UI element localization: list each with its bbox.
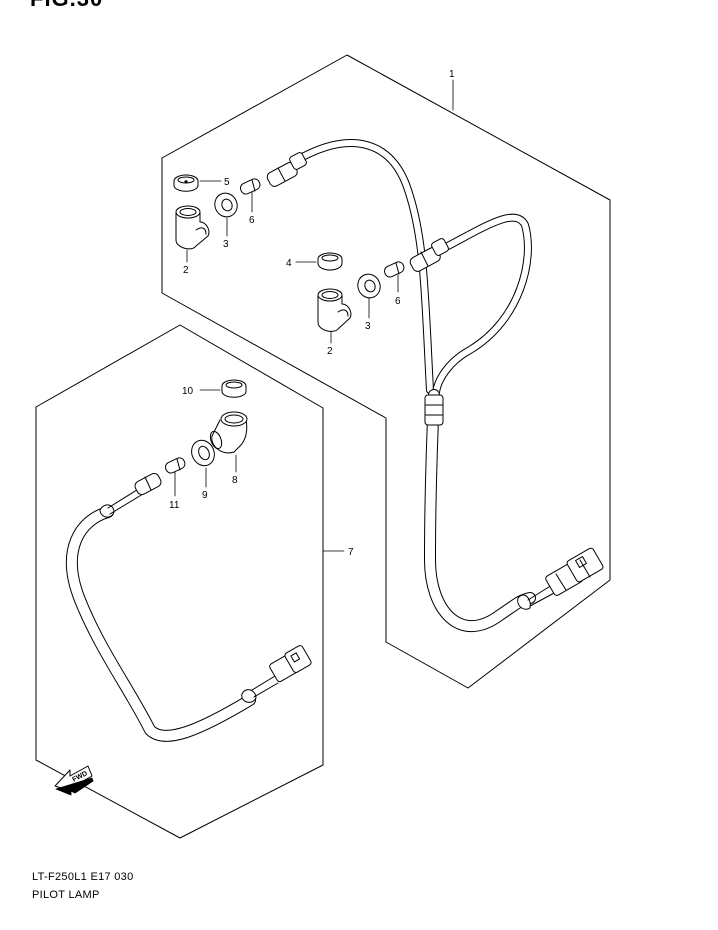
callout-7-label: 7 bbox=[348, 547, 354, 558]
callout-11-label: 11 bbox=[169, 500, 180, 511]
callout-3b: 3 bbox=[365, 297, 371, 332]
lamp-holder-2-right bbox=[317, 288, 352, 332]
figure-title: FIG.30 bbox=[30, 0, 103, 12]
callout-3b-label: 3 bbox=[365, 321, 371, 332]
lamp-holder-8 bbox=[209, 411, 248, 454]
lens-cap-5: ◆ bbox=[173, 174, 199, 192]
callout-9: 9 bbox=[202, 467, 208, 501]
callout-11: 11 bbox=[169, 471, 180, 511]
assembly-7-outline bbox=[35, 324, 324, 839]
lens-cap-4 bbox=[317, 252, 343, 271]
callouts: 1 5 3 6 2 4 6 3 bbox=[169, 69, 455, 558]
footer-code: LT-F250L1 E17 030 bbox=[32, 871, 134, 883]
callout-9-label: 9 bbox=[202, 490, 208, 501]
bulb-6-left bbox=[239, 178, 261, 195]
callout-1-label: 1 bbox=[449, 69, 455, 80]
callout-1: 1 bbox=[449, 69, 455, 111]
callout-8-label: 8 bbox=[232, 475, 238, 486]
callout-2a: 2 bbox=[183, 249, 189, 276]
lamp-holder-2-left bbox=[175, 205, 210, 250]
callout-3a-label: 3 bbox=[223, 239, 229, 250]
callout-4-label: 4 bbox=[286, 258, 292, 269]
footer-name: PILOT LAMP bbox=[32, 889, 100, 901]
bulb-6-right bbox=[383, 261, 405, 278]
callout-5-label: 5 bbox=[224, 177, 230, 188]
grommet-9 bbox=[191, 439, 215, 467]
grommet-3-left bbox=[214, 192, 238, 218]
harness-1-connector bbox=[545, 547, 604, 596]
svg-text:◆: ◆ bbox=[184, 179, 188, 185]
callout-10-label: 10 bbox=[182, 386, 194, 397]
lens-cap-10 bbox=[221, 379, 247, 398]
callout-5: 5 bbox=[199, 177, 230, 188]
assembly-1-outline bbox=[161, 54, 611, 689]
callout-2b-label: 2 bbox=[327, 346, 333, 357]
harness-1-socket-right bbox=[409, 238, 449, 272]
callout-4: 4 bbox=[286, 258, 317, 269]
wire-harness-1 bbox=[293, 139, 557, 632]
bulb-11 bbox=[164, 457, 186, 474]
harness-7-connector bbox=[269, 645, 312, 683]
wire-harness-7 bbox=[65, 487, 279, 742]
grommet-3-right bbox=[357, 273, 381, 299]
harness-7-socket bbox=[134, 472, 162, 496]
callout-8: 8 bbox=[232, 454, 238, 486]
callout-6a: 6 bbox=[249, 191, 255, 226]
callout-6a-label: 6 bbox=[249, 215, 255, 226]
callout-10: 10 bbox=[182, 386, 221, 397]
callout-2a-label: 2 bbox=[183, 265, 189, 276]
callout-6b: 6 bbox=[395, 274, 401, 307]
fwd-arrow-icon: FWD bbox=[54, 765, 94, 796]
callout-6b-label: 6 bbox=[395, 296, 401, 307]
harness-1-socket-left bbox=[266, 152, 307, 187]
callout-3a: 3 bbox=[223, 217, 229, 250]
callout-2b: 2 bbox=[327, 331, 333, 357]
callout-7: 7 bbox=[322, 547, 354, 558]
